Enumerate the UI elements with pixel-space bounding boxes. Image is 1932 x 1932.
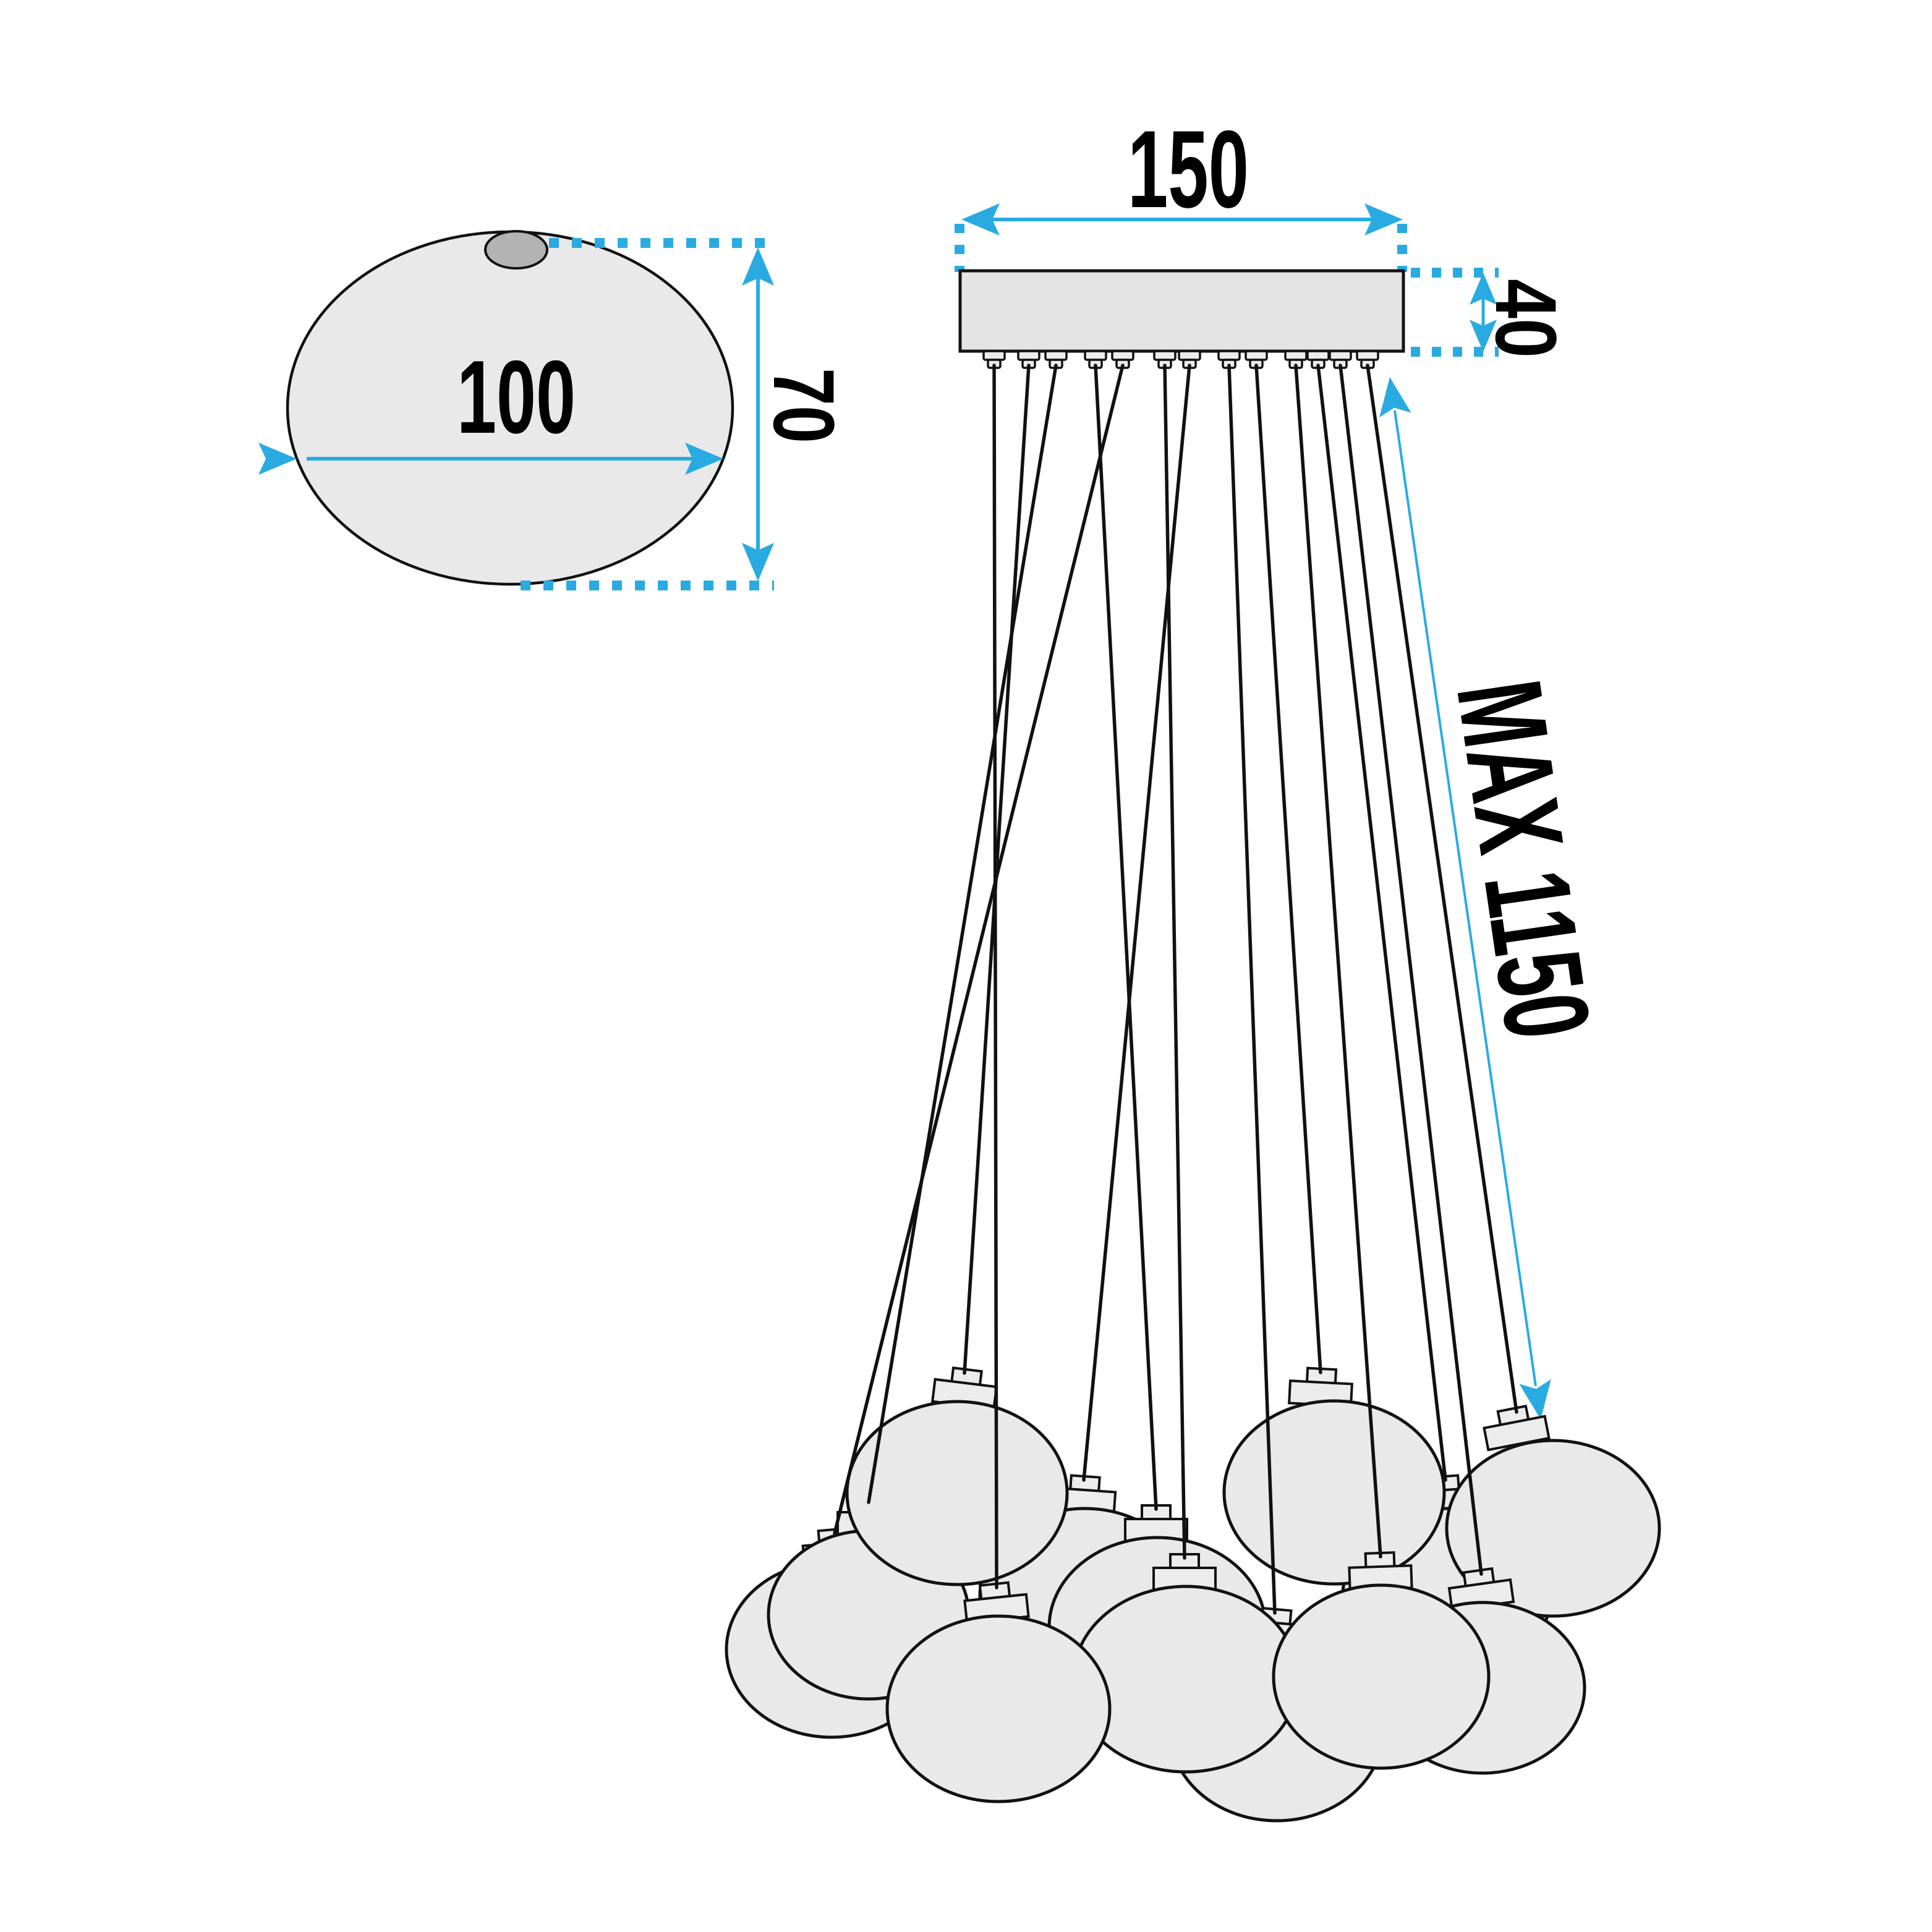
connector-upper [1044,350,1068,361]
arrowhead-down-icon [1470,320,1497,352]
shade-globe [1222,1399,1446,1586]
shade-width-label: 100 [457,339,576,455]
canopy-width-label: 150 [1128,108,1249,231]
shade-socket [1483,1405,1551,1452]
arrowhead-left-icon [258,443,297,475]
max-drop-dim-line [1394,410,1537,1387]
connector-upper [1245,350,1268,361]
pendant-shade [1445,1405,1661,1618]
pendant-shades-cluster [725,1366,1661,1823]
canopy-assembly: 150 40 [955,108,1575,369]
shade-globe [1071,1585,1300,1774]
pendant-cable [833,364,1125,1535]
pendant-cable [1163,364,1186,1560]
pendant-shade [1272,1551,1491,1770]
arrowhead-up-icon [742,247,774,286]
pendant-cable [1227,364,1277,1615]
connector-upper [1178,350,1201,361]
arrowhead-up-icon [1470,273,1497,305]
arrowhead-downright-icon [1519,1379,1551,1419]
shade-legend: 100 70 [258,230,853,590]
pendant-cable [1366,364,1518,1414]
pendant-cable [867,364,1058,1504]
max-drop-label: MAX 1150 [1431,673,1615,1047]
pendant-shade [845,1366,1069,1586]
arrowhead-right-icon [1364,203,1403,236]
shade-globe [885,1614,1112,1803]
connector-upper [1356,350,1379,361]
connector-upper [1217,350,1241,361]
connector-upper [1284,350,1308,361]
canopy-plate [958,269,1405,353]
pendant-cable [1338,364,1483,1576]
canopy-thickness-label: 40 [1478,279,1575,358]
shade-globe [845,1400,1069,1586]
legend-shade-cap [484,230,548,270]
arrowhead-upleft-icon [1379,377,1411,418]
connector-upper [1111,350,1134,361]
shade-height-label: 70 [755,368,853,443]
connector-upper [982,350,1006,361]
pendant-cable [963,364,1031,1375]
pendant-cable [1094,364,1158,1511]
pendant-cable [992,364,998,1589]
pendant-cable [1254,364,1322,1374]
shade-socket [930,1366,998,1411]
pendant-shade [1071,1553,1300,1774]
pendant-cables [833,364,1518,1615]
connector-upper [1017,350,1040,361]
pendant-shade [1222,1366,1446,1586]
connector-upper [1329,350,1352,361]
shade-globe [1272,1583,1491,1770]
connector-upper [1306,350,1330,361]
connector-upper [1084,350,1107,361]
shade-globe [1445,1439,1661,1618]
pendant-cable [1316,364,1447,1482]
pendant-cable [1294,364,1382,1559]
arrowhead-right-icon [685,443,723,475]
arrowhead-down-icon [742,543,774,581]
arrowhead-left-icon [961,203,1000,236]
connector-upper [1153,350,1177,361]
canopy-connectors [982,350,1379,369]
pendant-shade [885,1581,1112,1803]
pendant-cable [1082,364,1191,1482]
shade-socket [1348,1551,1413,1591]
